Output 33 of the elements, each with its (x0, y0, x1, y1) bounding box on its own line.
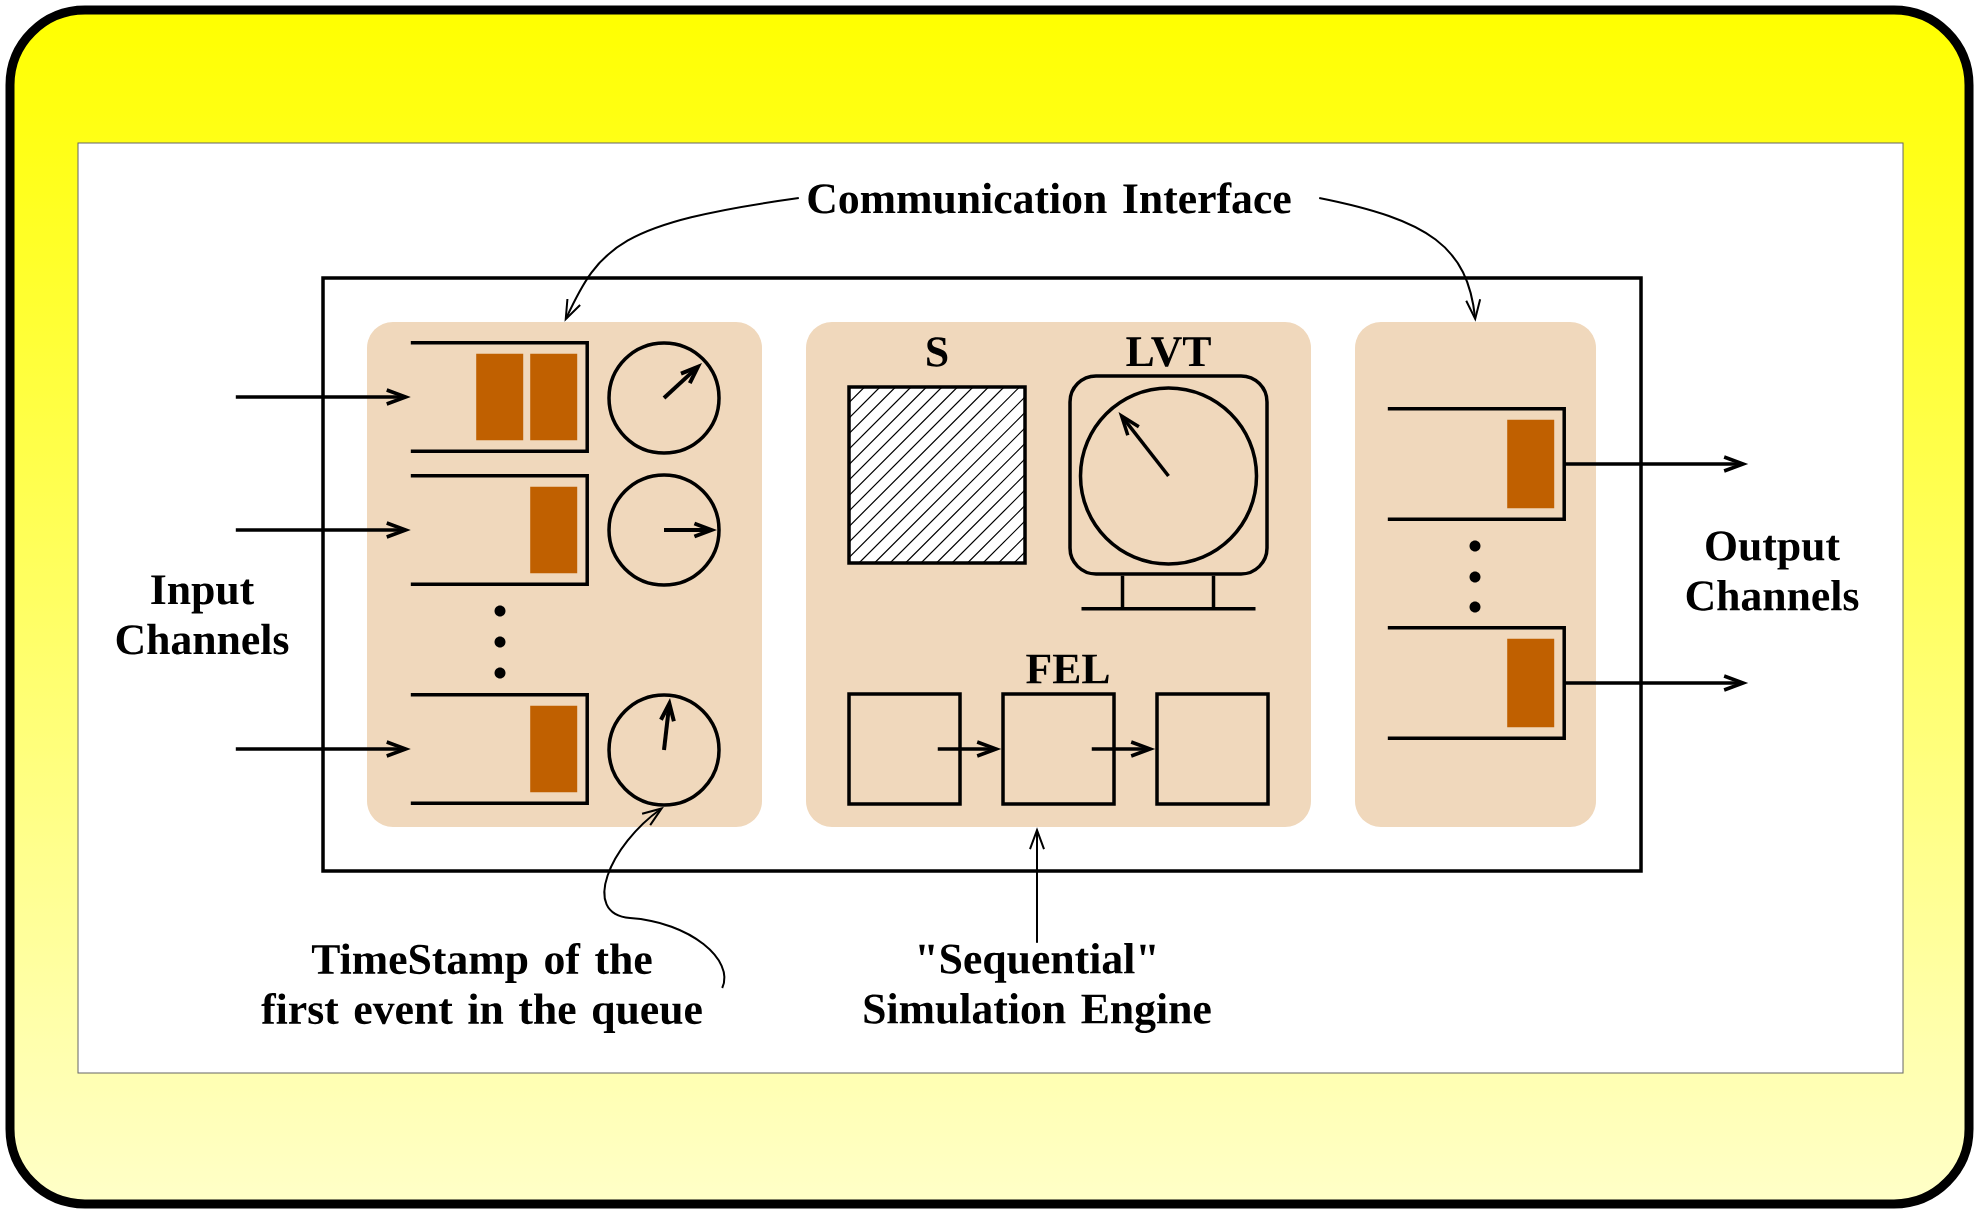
arrow (1091, 740, 1156, 758)
node-label: LVT (1126, 337, 1211, 367)
callout-text: TimeStamp of the first event in the queue (261, 942, 702, 1034)
queue-drawing (410, 474, 589, 586)
leader-line (1318, 197, 1482, 322)
list-box (1155, 692, 1270, 806)
channel-label: Input Channels (116, 575, 289, 655)
leader-line (603, 806, 726, 989)
queue-drawing (1387, 626, 1566, 740)
arrow (1564, 455, 1749, 473)
callout-text: Communication Interface (808, 182, 1291, 214)
queue-drawing (410, 693, 589, 805)
leader-line (564, 197, 800, 322)
clock-monitor-drawing: LVT (1068, 337, 1269, 611)
arrow (235, 388, 411, 406)
clock-drawing (607, 341, 721, 455)
list-label: FEL (1026, 654, 1109, 684)
list-box (1001, 692, 1116, 806)
channel-label: Output Channels (1686, 531, 1859, 611)
arrow (1564, 674, 1749, 692)
queue-drawing (410, 341, 589, 453)
arrow (235, 521, 411, 539)
clock-drawing (607, 473, 721, 587)
queue-drawing (1387, 407, 1566, 521)
node-label: S (927, 337, 948, 367)
process-box (321, 276, 1643, 873)
clock-drawing (607, 693, 721, 807)
hatched-square: S (847, 337, 1027, 565)
arrow (235, 740, 411, 758)
list-box (847, 692, 962, 806)
arrow (937, 740, 1002, 758)
leader-line (1029, 827, 1045, 944)
callout-text: "Sequential" Simulation Engine (864, 943, 1211, 1033)
